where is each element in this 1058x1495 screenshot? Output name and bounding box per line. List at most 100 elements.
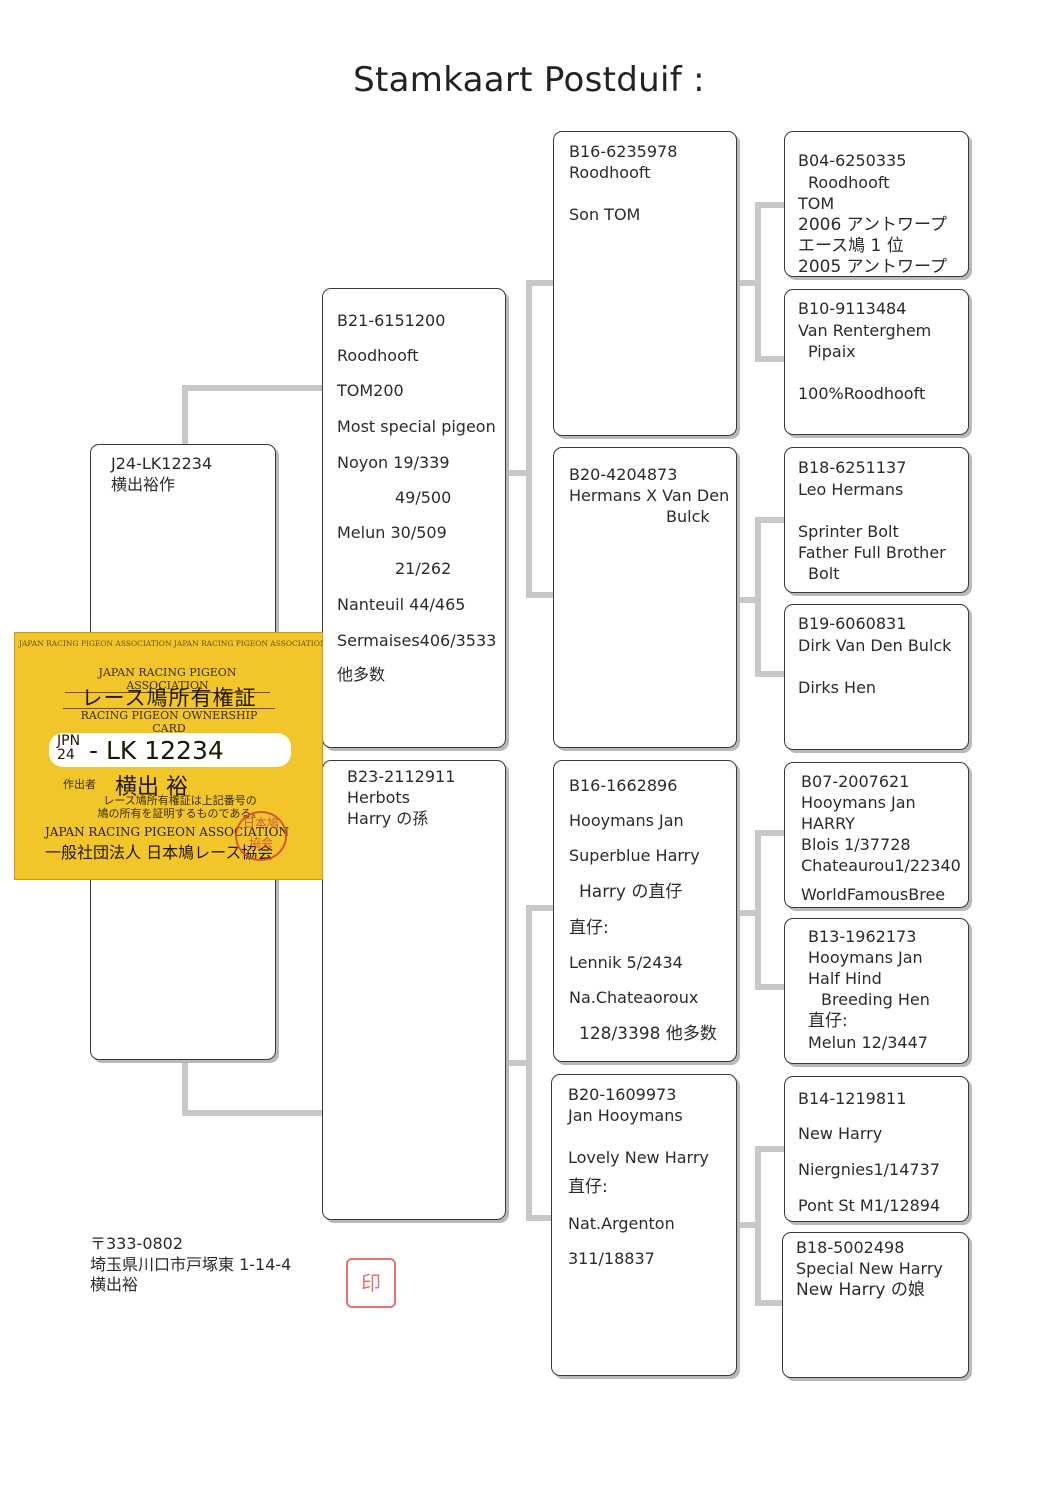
connector xyxy=(737,910,757,916)
sdd-line: Dirk Van Den Bulck xyxy=(798,636,952,655)
sdd-ring: B19-6060831 xyxy=(798,614,907,633)
dd-line: 直仔: xyxy=(568,1177,608,1197)
sire-line: TOM200 xyxy=(337,381,404,400)
card-assoc-jp: 一般社団法人 日本鳩レース協会 xyxy=(45,843,274,862)
card-org: JAPAN RACING PIGEON ASSOCIATION xyxy=(65,666,270,693)
connector xyxy=(755,202,785,208)
ds-line: 直仔: xyxy=(569,918,609,938)
dss-ring: B07-2007621 xyxy=(801,772,910,791)
connector xyxy=(755,984,785,990)
sire-ring: B21-6151200 xyxy=(337,311,446,330)
ssd-line: 100%Roodhooft xyxy=(798,384,926,403)
sds-ring: B18-6251137 xyxy=(798,458,907,477)
connector xyxy=(737,597,757,603)
connector xyxy=(526,1215,554,1221)
dss-line: Chateaurou1/22340 xyxy=(801,856,961,875)
ring-plate xyxy=(49,733,291,767)
dsd-box: B13-1962173 Hooymans Jan Half Hind Breed… xyxy=(784,918,969,1064)
dsd-line: Half Hind xyxy=(808,969,882,988)
dam-ring: B23-2112911 xyxy=(347,767,456,786)
sd-ring: B20-4204873 xyxy=(569,465,678,484)
sds-line: Leo Hermans xyxy=(798,480,904,499)
sd-line: Hermans X Van Den xyxy=(569,486,730,505)
red-seal-stamp: 印 xyxy=(346,1258,396,1308)
connector xyxy=(755,830,785,836)
connector xyxy=(755,1146,785,1152)
dam-dam-box: B20-1609973 Jan Hooymans Lovely New Harr… xyxy=(551,1074,737,1376)
sss-line: Roodhooft xyxy=(808,173,890,192)
dss-box: B07-2007621 Hooymans Jan HARRY Blois 1/3… xyxy=(784,762,969,908)
sss-line: TOM xyxy=(798,194,835,213)
ddd-line: Special New Harry xyxy=(796,1259,943,1278)
dam-line: Herbots xyxy=(347,788,411,807)
sdd-line: Dirks Hen xyxy=(798,678,877,697)
dss-line: Hooymans Jan xyxy=(801,793,916,812)
sire-sire-box: B16-6235978 Roodhooft Son TOM xyxy=(553,131,737,436)
card-title-en: RACING PIGEON OWNERSHIP CARD xyxy=(63,708,275,736)
owner-name: 横出裕 xyxy=(90,1275,139,1294)
dss-line: HARRY xyxy=(801,814,855,833)
page-title: Stamkaart Postduif : xyxy=(353,60,705,100)
sds-line: Father Full Brother xyxy=(798,543,946,562)
ss-ring: B16-6235978 xyxy=(569,142,678,161)
sss-line: 2006 アントワープ xyxy=(798,215,947,235)
ds-line: Superblue Harry xyxy=(569,846,700,865)
sire-line: 他多数 xyxy=(337,665,386,684)
card-note: レース鳩所有権証は上記番号の 鳩の所有を証明するものである。 xyxy=(97,794,263,820)
sd-line: Bulck xyxy=(666,507,710,526)
ds-line: Na.Chateaoroux xyxy=(569,988,699,1007)
ddd-box: B18-5002498 Special New Harry New Harry … xyxy=(782,1232,969,1378)
sire-dam-box: B20-4204873 Hermans X Van Den Bulck xyxy=(553,447,737,748)
card-assoc-en: JAPAN RACING PIGEON ASSOCIATION xyxy=(45,825,290,839)
dsd-ring: B13-1962173 xyxy=(808,927,917,946)
ds-line: Hooymans Jan xyxy=(569,811,684,830)
pigeon-breeder: 横出裕作 xyxy=(111,475,176,494)
dd-line: Lovely New Harry xyxy=(568,1148,709,1167)
dss-line: Blois 1/37728 xyxy=(801,835,911,854)
street-address: 埼玉県川口市戸塚東 1-14-4 xyxy=(90,1254,292,1274)
owner-signature: 横出 裕 xyxy=(115,775,188,800)
connector xyxy=(755,517,785,523)
sds-line: Sprinter Bolt xyxy=(798,522,899,541)
connector xyxy=(182,385,188,445)
ddd-ring: B18-5002498 xyxy=(796,1238,905,1257)
ring-country-year: JPN 24 xyxy=(57,733,81,763)
sire-line: Roodhooft xyxy=(337,346,419,365)
dam-box: B23-2112911 Herbots Harry の孫 xyxy=(322,760,506,1220)
sire-box: B21-6151200 Roodhooft TOM200 Most specia… xyxy=(322,288,506,748)
connector xyxy=(182,385,324,391)
connector xyxy=(182,1110,322,1116)
connector xyxy=(737,1222,757,1228)
owner-label: 作出者 xyxy=(63,778,96,791)
sds-line: Bolt xyxy=(808,564,840,583)
postal-code: 〒333-0802 xyxy=(90,1234,184,1253)
ddd-line: New Harry の娘 xyxy=(796,1280,925,1300)
ds-line: 128/3398 他多数 xyxy=(579,1024,717,1044)
card-rim-text: JAPAN RACING PIGEON ASSOCIATION JAPAN RA… xyxy=(19,639,323,648)
dd-line: Nat.Argenton xyxy=(568,1214,675,1233)
ds-ring: B16-1662896 xyxy=(569,776,678,795)
dsd-line: 直仔: xyxy=(808,1011,848,1031)
connector xyxy=(755,671,785,677)
sire-line: Nanteuil 44/465 xyxy=(337,595,466,614)
ring-number: - LK 12234 xyxy=(89,736,224,765)
dd-ring: B20-1609973 xyxy=(568,1085,677,1104)
sdd-box: B19-6060831 Dirk Van Den Bulck Dirks Hen xyxy=(784,604,969,750)
sire-line: Most special pigeon xyxy=(337,417,496,436)
dsd-line: Hooymans Jan xyxy=(808,948,923,967)
sss-box: B04-6250335 Roodhooft TOM 2006 アントワープ エー… xyxy=(784,131,969,277)
connector xyxy=(737,280,757,286)
dds-box: B14-1219811 New Harry Niergnies1/14737 P… xyxy=(784,1076,969,1222)
dam-line: Harry の孫 xyxy=(347,809,429,828)
connector xyxy=(526,905,532,1221)
ssd-ring: B10-9113484 xyxy=(798,299,907,318)
connector xyxy=(755,202,761,362)
ss-line: Son TOM xyxy=(569,205,641,224)
dss-line: WorldFamousBree xyxy=(801,885,946,904)
connector xyxy=(526,280,554,286)
dsd-line: Melun 12/3447 xyxy=(808,1033,928,1052)
connector xyxy=(526,905,554,911)
ssd-line: Van Renterghem xyxy=(798,321,932,340)
connector xyxy=(755,1146,761,1306)
assoc-stamp: 日本鳩協会 xyxy=(235,811,287,861)
